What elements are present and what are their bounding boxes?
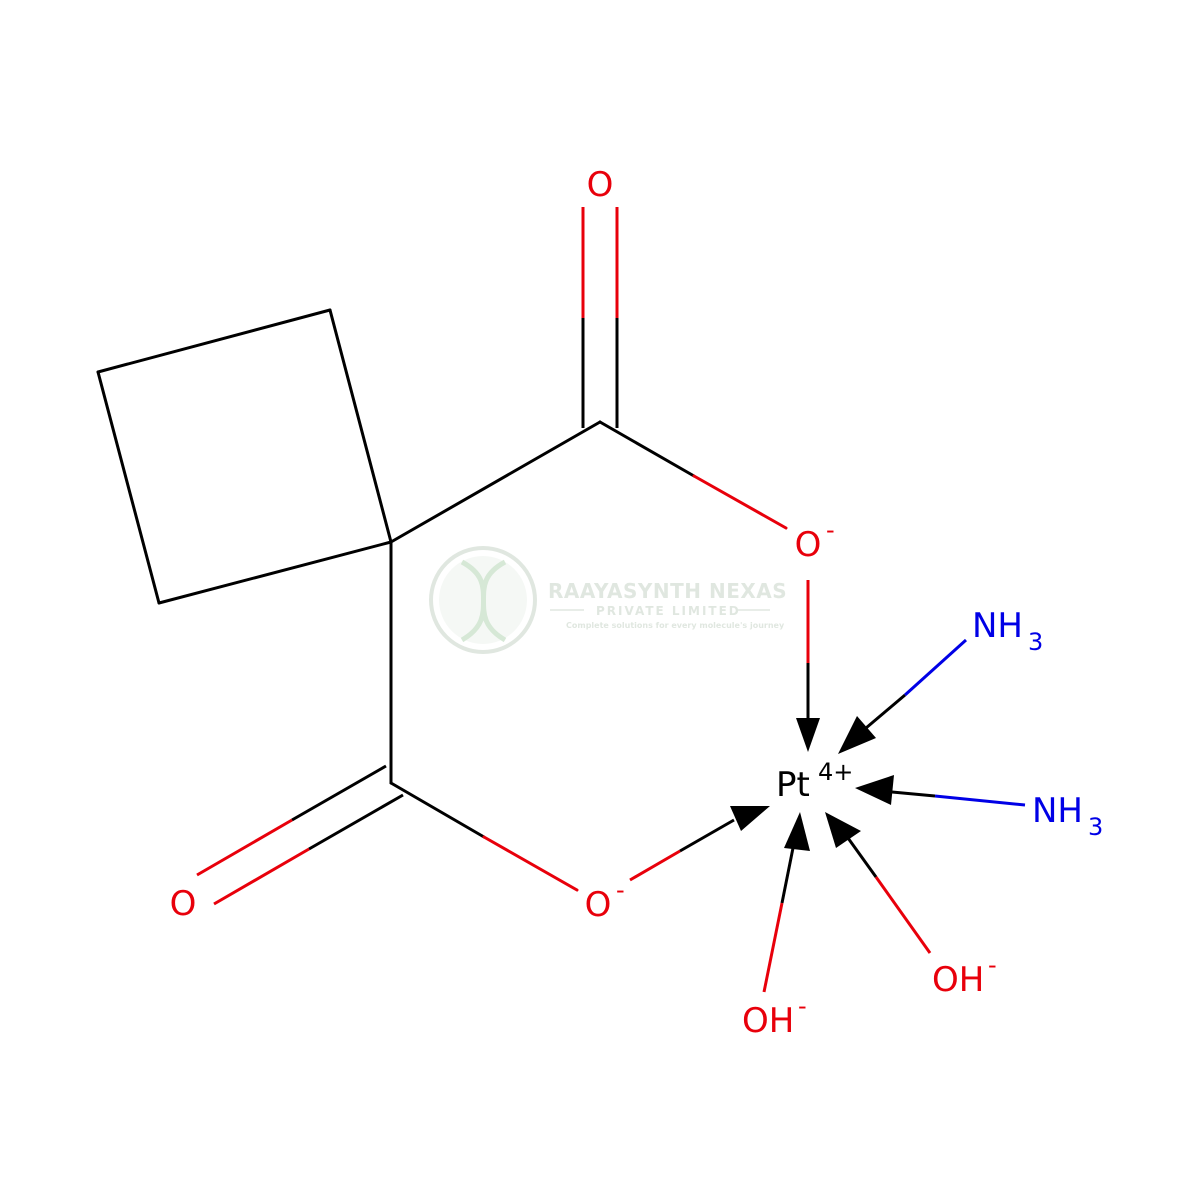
bond-ring-right — [328, 308, 393, 544]
bond-ring-top — [96, 308, 332, 374]
atom-o-left: O — [170, 884, 197, 924]
arrowheads — [730, 716, 894, 851]
sub-nh3-lower: 3 — [1088, 813, 1103, 841]
arrowhead-oh-right — [825, 812, 861, 848]
bond-nh3-upper-pt-blue — [903, 638, 968, 697]
atom-o-ring-lower: O — [585, 885, 612, 925]
watermark-dna-icon — [460, 559, 507, 643]
bond-spiro-to-upper-carbonyl — [389, 420, 602, 544]
atom-nh3-upper: NH — [972, 606, 1023, 646]
watermark-subtitle: PRIVATE LIMITED — [596, 604, 741, 618]
atom-nh3-lower: NH — [1032, 791, 1083, 831]
charge-oh-left: - — [798, 992, 807, 1020]
bond-ring-bottom — [157, 540, 393, 605]
arrowhead-nh3-upper — [838, 716, 876, 754]
bond-nh3-lower-pt-black — [891, 790, 936, 798]
arrowhead-lower-o — [730, 806, 770, 831]
bond-upper-c-o-red — [692, 474, 788, 530]
carbon-backbone — [389, 420, 602, 785]
bond-nh3-lower-pt-blue — [934, 794, 1026, 807]
sub-nh3-upper: 3 — [1028, 628, 1043, 656]
bond-lower-co-b-black — [308, 793, 404, 851]
lower-carbonyl-double-bond — [196, 764, 404, 906]
charge-pt: 4+ — [818, 758, 853, 786]
bond-oh-left-pt-black — [780, 847, 795, 904]
bond-lower-co-a-black — [291, 764, 387, 822]
watermark-title: RAAYASYNTH NEXAS — [548, 579, 787, 603]
atom-oh-right: OH — [932, 960, 984, 1000]
bond-lower-co-a-red — [196, 818, 293, 877]
bond-oh-right-pt-black — [846, 837, 878, 878]
watermark: RAAYASYNTH NEXAS PRIVATE LIMITED Complet… — [429, 546, 787, 654]
atom-labels: O O - O O - Pt 4+ NH 3 NH 3 OH - OH - — [170, 165, 1104, 1041]
bond-lower-o-pt-red — [629, 849, 681, 882]
atom-pt: Pt — [776, 765, 810, 805]
atom-o-top: O — [587, 165, 614, 205]
bond-nh3-upper-pt-black — [865, 693, 906, 730]
arrowhead-nh3-lower — [855, 775, 894, 805]
charge-o-ring-upper: - — [826, 516, 835, 544]
lower-carboxylate-single-bond — [389, 781, 579, 892]
bond-lower-c-o-black — [389, 781, 486, 839]
bond-lower-co-b-red — [213, 847, 310, 906]
cyclobutane-ring — [96, 308, 393, 605]
bond-ring-left — [96, 370, 161, 605]
upper-carbonyl-double-bond — [581, 207, 619, 428]
upper-carboxylate-single-bond — [598, 420, 788, 530]
bond-lower-o-pt-black — [679, 818, 735, 853]
atom-o-ring-upper: O — [795, 525, 822, 565]
charge-oh-right: - — [988, 951, 997, 979]
dative-bonds — [629, 580, 1026, 993]
bond-lower-c-o-red — [482, 835, 579, 892]
watermark-tagline: Complete solutions for every molecule's … — [566, 621, 785, 630]
watermark-logo-circle — [429, 546, 537, 654]
bond-oh-left-pt-red — [762, 902, 784, 993]
bond-upper-c-o-black — [598, 420, 696, 478]
bond-oh-right-pt-red — [874, 876, 932, 954]
arrowhead-upper-o — [796, 718, 820, 752]
atom-oh-left: OH — [742, 1001, 794, 1041]
charge-o-ring-lower: - — [616, 876, 625, 904]
arrowhead-oh-left — [784, 812, 810, 851]
